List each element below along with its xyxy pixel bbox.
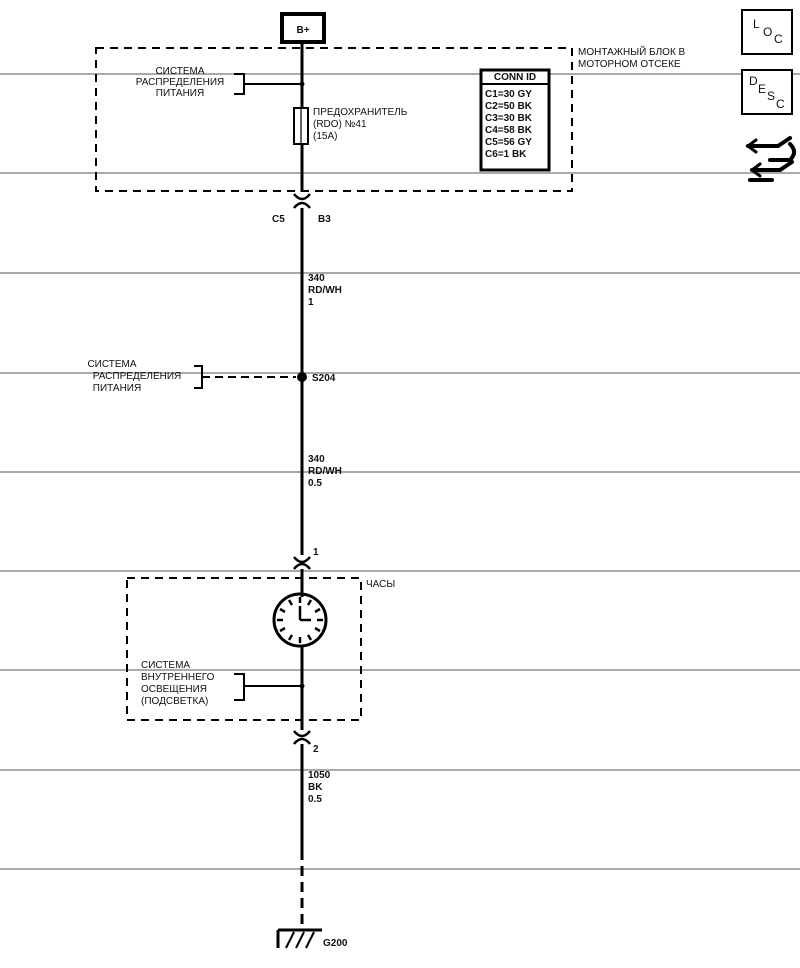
wire-2-label: 340 RD/WH 0.5 [308,454,342,489]
conn-id-row: C3=30 BK [485,113,533,124]
fuse-label-3: (15A) [313,131,337,142]
wire2-color: RD/WH [308,466,342,477]
wire3-color: BK [308,782,323,793]
battery-label: B+ [296,25,309,36]
desc-letter: C [776,97,785,111]
desc-icon[interactable]: D E S C [741,69,793,115]
clock-connector-bottom: 2 [293,730,319,755]
engine-block-title-1: МОНТАЖНЫЙ БЛОК В [578,45,686,58]
conn-id-row: C1=30 GY [485,89,532,100]
clock-boundary [126,577,362,721]
clock-title: ЧАСЫ [366,579,395,590]
dist-mid-line2: РАСПРЕДЕЛЕНИЯ [93,371,182,382]
wire2-circuit: 340 [308,454,325,465]
wire1-color: RD/WH [308,285,342,296]
fuse-rdo-41: ПРЕДОХРАНИТЕЛЬ (RDO) №41 (15A) [293,107,408,145]
lighting-line2: ВНУТРЕННЕГО [141,672,215,683]
dist-top-line3: ПИТАНИЯ [156,88,204,99]
engine-block-title-2: МОТОРНОМ ОТСЕКЕ [578,59,681,70]
wire3-size: 0.5 [308,794,322,805]
ground-g200-label: G200 [323,938,348,949]
ground-g200-icon: G200 [276,928,348,949]
power-distribution-mid: СИСТЕМА РАСПРЕДЕЛЕНИЯ ПИТАНИЯ S204 [87,359,335,394]
loc-letter: O [763,25,772,39]
conn-id-row: C2=50 BK [485,101,533,112]
conn-id-row: C6=1 BK [485,149,527,160]
wire-1-label: 340 RD/WH 1 [308,273,342,308]
lighting-line4: (ПОДСВЕТКА) [141,696,208,707]
clock-pin-top: 1 [313,547,319,558]
fuse-label-2: (RDO) №41 [313,119,367,130]
wire1-circuit: 340 [308,273,325,284]
desc-letter: E [758,82,766,96]
wire2-size: 0.5 [308,478,322,489]
conn-id-row: C5=56 GY [485,137,532,148]
navigation-hand-icon[interactable] [745,136,796,182]
dist-top-line2: РАСПРЕДЕЛЕНИЯ [136,77,225,88]
wire-3-label: 1050 BK 0.5 [308,770,331,805]
wire1-size: 1 [308,297,314,308]
clock-pin-bottom: 2 [313,744,319,755]
dist-mid-line1: СИСТЕМА [87,359,136,370]
splice-s204-label: S204 [312,373,336,384]
power-distribution-top: СИСТЕМА РАСПРЕДЕЛЕНИЯ ПИТАНИЯ [136,66,305,99]
desc-letter: D [749,74,758,88]
conn-id-row: C4=58 BK [485,125,533,136]
page-rules [0,73,800,870]
battery-source: B+ [280,12,326,44]
wire3-circuit: 1050 [308,770,331,781]
loc-letter: C [774,32,783,46]
engine-block-boundary [95,47,573,192]
splice-s204-dot [297,372,307,382]
connector-c5: C5 B3 [272,193,331,225]
loc-icon[interactable]: L O C [741,9,793,55]
connector-c5-name: C5 [272,214,285,225]
loc-letter: L [753,17,760,31]
interior-lighting: СИСТЕМА ВНУТРЕННЕГО ОСВЕЩЕНИЯ (ПОДСВЕТКА… [141,660,305,707]
lighting-line1: СИСТЕМА [141,660,190,671]
dist-mid-line3: ПИТАНИЯ [93,383,141,394]
desc-letter: S [767,89,775,103]
clock-icon [272,592,328,648]
connector-c5-pin: B3 [318,214,331,225]
conn-id-header: CONN ID [494,72,536,83]
lighting-line3: ОСВЕЩЕНИЯ [141,684,207,695]
clock-connector-top: 1 [293,547,319,570]
fuse-label-1: ПРЕДОХРАНИТЕЛЬ [313,107,408,118]
conn-id-table: CONN ID C1=30 GY C2=50 BK C3=30 BK C4=58… [479,68,551,172]
dist-top-line1: СИСТЕМА [155,66,204,77]
